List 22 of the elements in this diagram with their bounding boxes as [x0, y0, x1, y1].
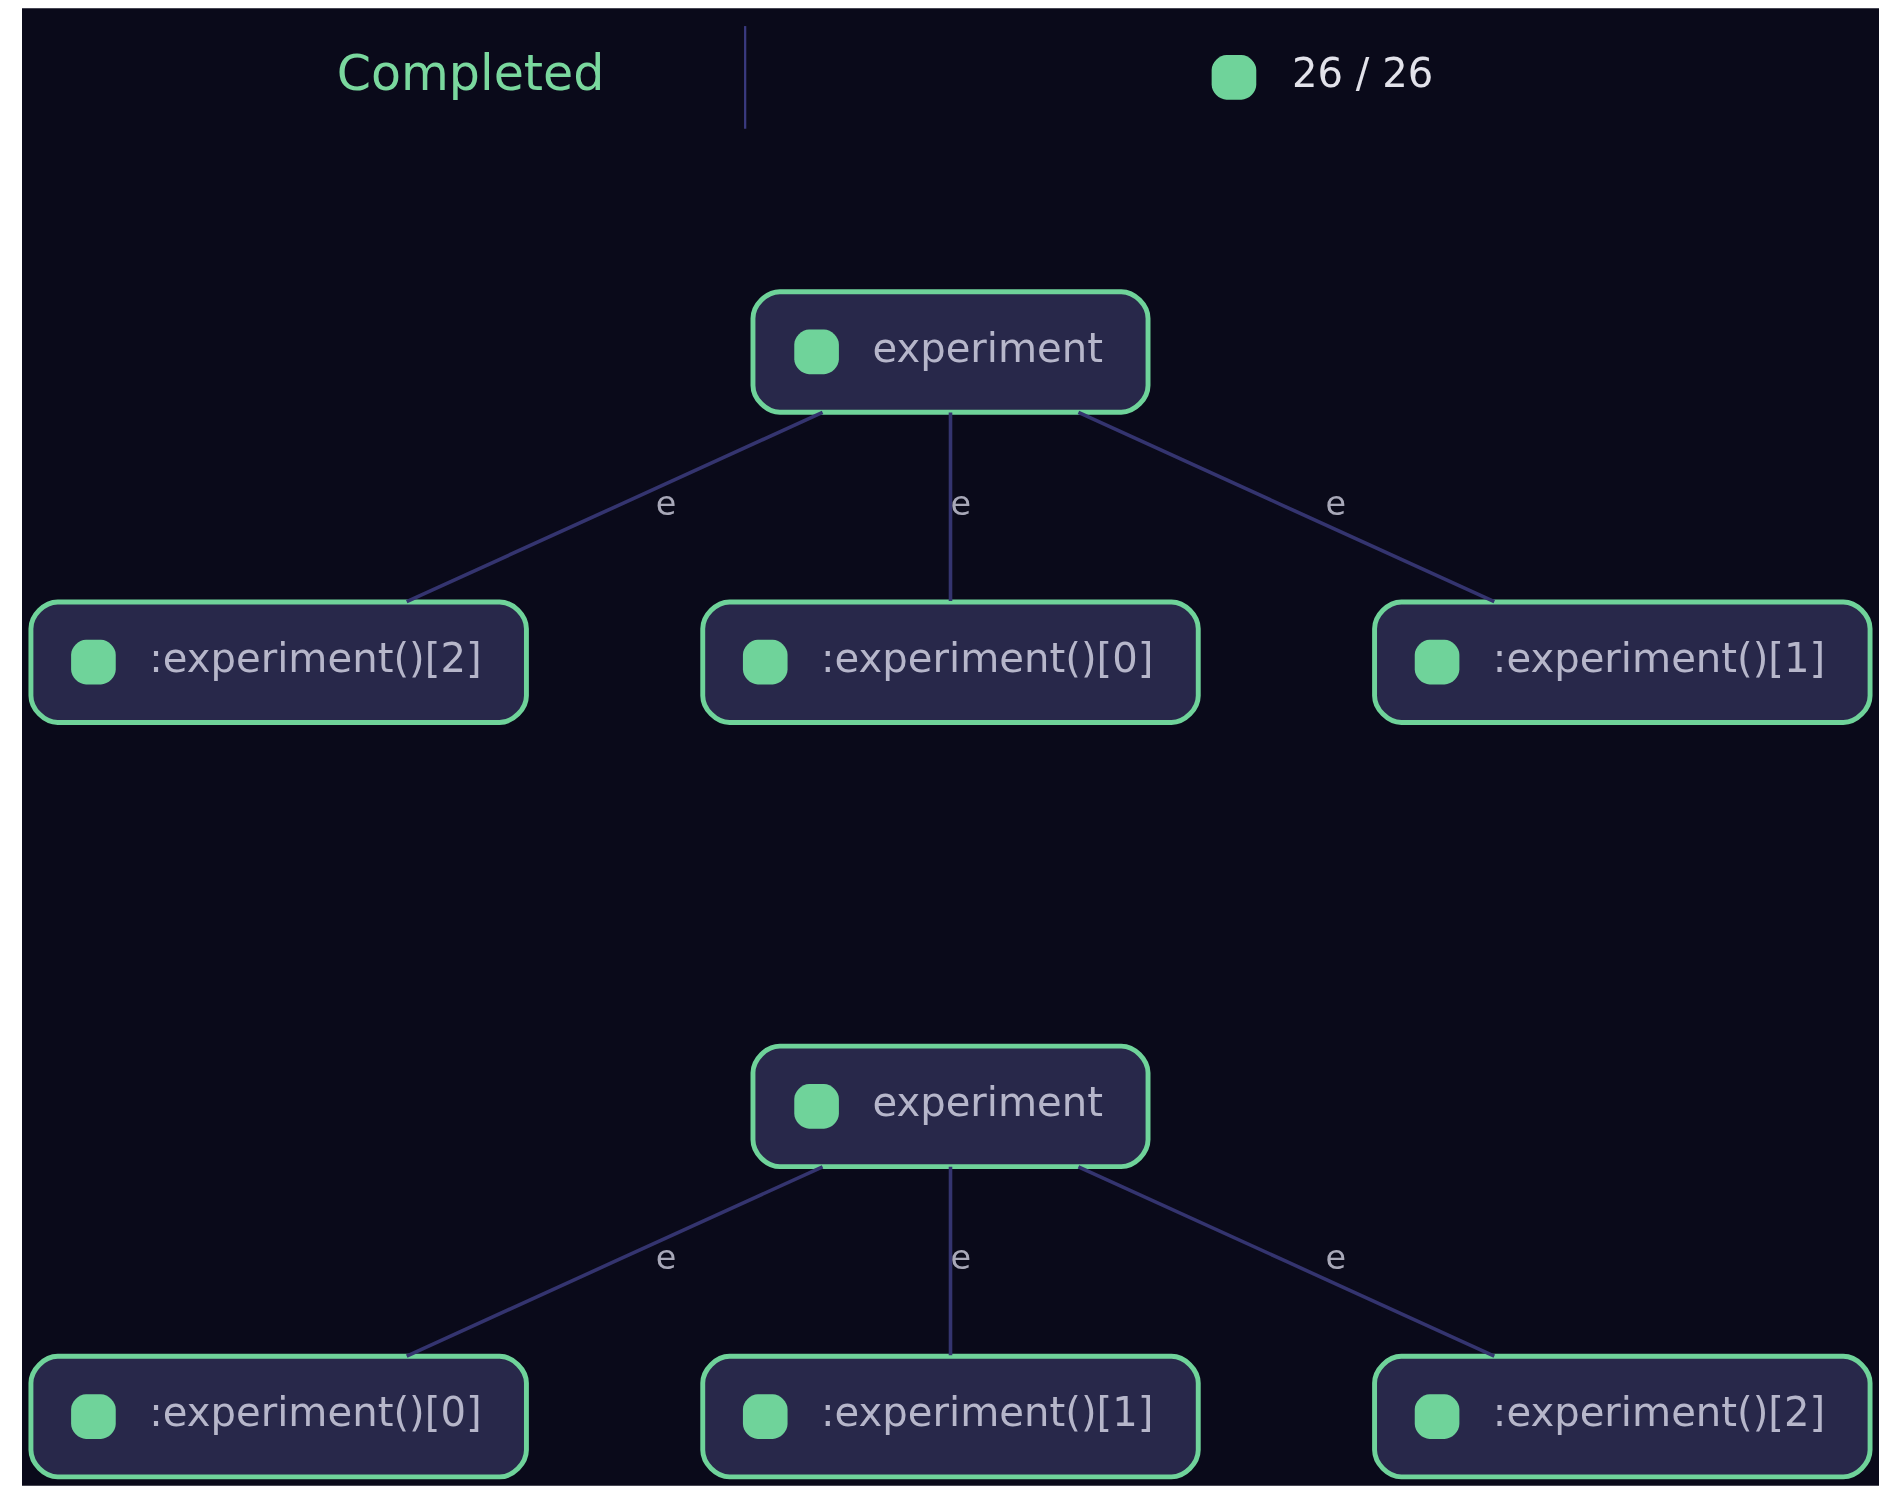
label: 26 / 26 [1291, 50, 1433, 97]
edge-label: e [950, 483, 971, 523]
connector [405, 410, 823, 604]
node-box: :experiment()[0] [27, 1353, 529, 1480]
label: Completed [336, 43, 604, 102]
connector [948, 1166, 952, 1356]
connector [405, 1165, 823, 1358]
node-box: :experiment()[2] [1371, 1353, 1873, 1480]
edge-label: e [655, 483, 676, 523]
edge-label: e [1324, 1238, 1346, 1278]
node-box: :experiment()[0] [699, 599, 1201, 725]
edge-label: e [1324, 483, 1346, 523]
node-box: :experiment()[1] [699, 1353, 1201, 1480]
connector [1077, 1165, 1495, 1358]
edge-label: e [950, 1238, 971, 1278]
connector [948, 412, 952, 601]
node-box: experiment [750, 289, 1150, 415]
connector [1077, 410, 1495, 604]
node-box: :experiment()[2] [27, 599, 529, 725]
node-box: experiment [750, 1043, 1150, 1170]
node-box: :experiment()[1] [1371, 599, 1873, 725]
edge-label: e [655, 1238, 676, 1278]
